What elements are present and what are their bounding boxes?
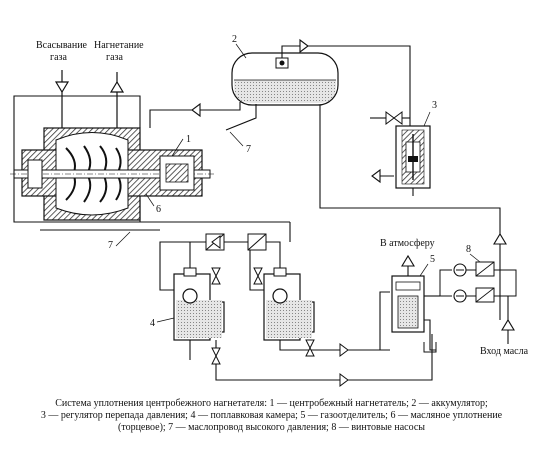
label-2: 2 [232,34,237,45]
high-pressure-oil-line [149,102,257,131]
gas-suction-line [54,70,70,128]
regulator-valve [385,111,403,125]
label-5: 5 [430,254,435,265]
outer-oil-loop-left [13,95,290,223]
figure-caption: Система уплотнения центробежного нагнета… [0,398,543,434]
gas-separator [391,275,425,333]
oil-supply-line [319,105,507,320]
pressure-regulator [395,125,431,189]
accumulator [231,52,339,106]
label-7a: 7 [246,144,251,155]
accumulator-top-line [281,38,411,126]
drain-symbol [423,342,437,353]
caption-line-1: Система уплотнения центробежного нагнета… [55,398,488,409]
float-chamber-piping [40,222,433,381]
label-8: 8 [466,244,471,255]
label-6: 6 [156,204,161,215]
centrifugal-blower [10,127,214,221]
float-chamber-2 [263,267,315,341]
discharge-label-2: газа [106,52,123,63]
float-chamber-1 [173,267,225,341]
oil-inlet-label: Вход масла [480,346,529,357]
discharge-label-1: Нагнетание [94,40,144,51]
throttle-valve-2 [247,233,267,251]
screw-pumps [439,261,517,303]
oil-inlet-line [501,296,515,344]
check-valves [211,267,315,365]
suction-label-1: Всасывание [36,40,88,51]
label-3: 3 [432,100,437,111]
flow-arrows-lower [211,235,349,387]
gas-discharge-line [109,72,125,128]
to-atmosphere-label: В атмосферу [380,238,435,249]
suction-label-2: газа [50,52,67,63]
label-1: 1 [186,134,191,145]
caption-line-3: (торцевое); 7 — маслопровод высокого дав… [118,422,425,433]
atmosphere-vent [379,254,440,351]
label-4: 4 [150,318,155,329]
label-7b: 7 [108,240,113,251]
caption-line-2: 3 — регулятор перепада давления; 4 — поп… [40,410,503,421]
